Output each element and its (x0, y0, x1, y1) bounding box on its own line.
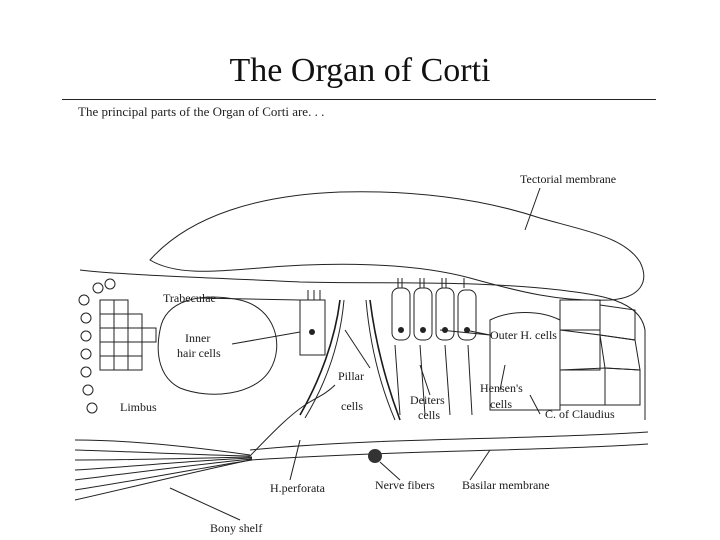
inner-hair-cell-shape (299, 299, 326, 356)
leader-lines (169, 187, 541, 521)
pillar-cell-outer (369, 299, 401, 421)
nerve-cross-section (368, 449, 382, 463)
label-limbus: Limbus (120, 400, 157, 414)
basilar-membrane-lower (249, 443, 649, 461)
tectorial-membrane-shape (149, 191, 645, 301)
limbus-cells (78, 278, 157, 414)
label-outer-h-cells: Outer H. cells (490, 328, 557, 342)
label-hensens-cells-line2: cells (490, 397, 512, 411)
bony-shelf-shape (74, 439, 251, 501)
nerve-fiber-bundle (74, 384, 336, 491)
label-deiters-cells-line1: Deiters (410, 393, 445, 407)
label-c-of-claudius: C. of Claudius (545, 407, 615, 421)
pillar-cell-inner (299, 299, 341, 416)
label-hensens-cells-line1: Hensen's (480, 381, 523, 395)
slide-title: The Organ of Corti (229, 52, 491, 89)
label-inner-hair-cells-line2: hair cells (177, 346, 221, 360)
label-bony-shelf: Bony shelf (210, 521, 262, 535)
pillar-fibers (304, 299, 396, 421)
inner-hair-cell-nucleus (309, 329, 315, 335)
label-pillar-cells-line1: Pillar (338, 369, 364, 383)
label-nerve-fibers: Nerve fibers (375, 478, 435, 492)
label-inner-hair-cells-line1: Inner (185, 331, 210, 345)
basilar-membrane-shape (249, 431, 649, 451)
hensen-claudius-cells (489, 299, 641, 411)
label-basilar-membrane: Basilar membrane (462, 478, 550, 492)
label-pillar-cells-line2: cells (341, 399, 363, 413)
title-divider (62, 99, 656, 100)
label-trabeculae: Trabeculae (163, 291, 216, 305)
deiters-cells (394, 344, 473, 416)
outer-hair-cell-nuclei (398, 327, 470, 333)
hair-bundles (307, 278, 465, 300)
diagram-subtitle: The principal parts of the Organ of Cort… (78, 104, 325, 119)
label-tectorial-membrane: Tectorial membrane (520, 172, 616, 186)
organ-outline (79, 269, 646, 420)
outer-hair-cells (391, 287, 477, 341)
label-h-perforata: H.perforata (270, 481, 326, 495)
label-deiters-cells-line2: cells (418, 408, 440, 422)
